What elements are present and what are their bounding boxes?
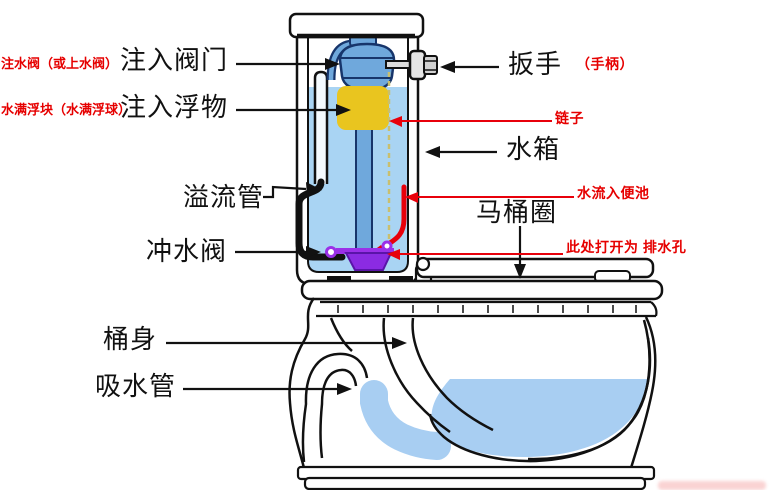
label-overflow-pipe: 溢流管	[183, 182, 265, 212]
annotation-arrows	[166, 58, 574, 395]
tank-group	[288, 12, 438, 286]
lid-bar	[415, 257, 655, 279]
label-water-into-bowl: 水流入便池	[577, 185, 650, 201]
label-tank: 水箱	[506, 134, 561, 164]
body-right-contour	[629, 316, 657, 469]
trap-water	[360, 380, 451, 460]
label-seat-ring: 马桶圈	[476, 197, 558, 227]
flush-valve-part	[325, 240, 394, 271]
label-body: 桶身	[103, 324, 158, 354]
label-flush-valve: 冲水阀	[146, 236, 228, 266]
flush-handle	[385, 49, 438, 81]
label-float: 注入浮物	[120, 92, 229, 122]
label-siphon-pipe: 吸水管	[95, 371, 177, 401]
body-left-contour	[288, 297, 316, 469]
label-handle-alt: （手柄）	[576, 56, 634, 72]
watermark	[658, 481, 766, 490]
bowl-group	[288, 297, 658, 490]
label-handle: 扳手	[508, 49, 563, 79]
tank-inner-wall	[307, 38, 409, 273]
label-fill-valve-alt: 注水阀（或上水阀）	[1, 56, 119, 71]
base-band-lower	[303, 476, 647, 490]
tank-lid	[288, 12, 425, 39]
overflow-tube	[313, 70, 329, 184]
arrow-overflow	[263, 185, 307, 199]
hinge-circle	[415, 256, 431, 272]
bowl-water	[431, 379, 648, 458]
seat-group	[300, 256, 664, 301]
label-drain-hole: 此处打开为 排水孔	[566, 239, 687, 255]
bowl-rim	[316, 300, 658, 318]
label-fill-valve: 注入阀门	[120, 45, 229, 75]
label-chain: 链子	[555, 110, 584, 126]
float-block	[337, 86, 389, 130]
seat-bar	[300, 279, 664, 301]
label-float-alt: 水满浮块（水满浮球）	[1, 102, 132, 117]
